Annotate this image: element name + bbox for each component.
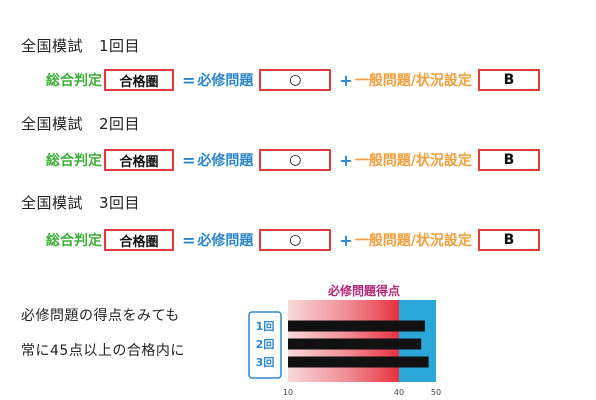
score-bar: [288, 356, 429, 368]
result-row: 総合判定 合格圏 = 必修問題 ○ + 一般問題/状況設定 B: [46, 226, 540, 254]
exam-name: 全国模試: [21, 115, 84, 133]
note-line-1: 必修問題の得点をみても: [21, 308, 180, 324]
required-label: 必修問題: [197, 153, 254, 169]
required-label: 必修問題: [197, 73, 254, 89]
general-grade-box: B: [477, 229, 540, 251]
exam-name: 全国模試: [21, 194, 84, 212]
exam-number: 3回目: [99, 194, 141, 212]
general-label: 一般問題/状況設定: [354, 73, 472, 89]
x-tick-label: 10: [283, 388, 293, 397]
general-grade-box: B: [477, 149, 540, 171]
exam-number: 2回目: [99, 115, 141, 133]
general-label: 一般問題/状況設定: [354, 153, 472, 169]
equals-sign: =: [182, 230, 196, 250]
result-row: 総合判定 合格圏 = 必修問題 ○ + 一般問題/状況設定 B: [46, 146, 540, 174]
overall-label: 総合判定: [46, 233, 102, 249]
exam-title: 全国模試 2回目: [21, 113, 140, 134]
category-label: 2回: [256, 337, 275, 351]
plus-sign: +: [339, 150, 353, 170]
note-line-2: 常に45点以上の合格内に: [21, 343, 185, 359]
required-mark-box: ○: [259, 229, 332, 251]
result-row: 総合判定 合格圏 = 必修問題 ○ + 一般問題/状況設定 B: [46, 66, 540, 94]
verdict-box: 合格圏: [104, 69, 174, 91]
verdict-box: 合格圏: [104, 149, 174, 171]
general-label: 一般問題/状況設定: [354, 233, 472, 249]
plus-sign: +: [339, 70, 353, 90]
required-mark-box: ○: [259, 149, 332, 171]
category-label: 1回: [256, 319, 275, 333]
category-label-frame: [248, 311, 282, 379]
required-mark-box: ○: [259, 69, 332, 91]
exam-number: 1回目: [99, 37, 141, 55]
plus-sign: +: [339, 230, 353, 250]
verdict-box: 合格圏: [104, 229, 174, 251]
required-label: 必修問題: [197, 233, 254, 249]
x-tick-label: 40: [394, 388, 404, 397]
exam-title: 全国模試 3回目: [21, 192, 140, 213]
x-tick-label: 50: [431, 388, 441, 397]
required-score-chart: 必修問題得点 1回 2回 3回 10 40 50: [248, 283, 441, 397]
exam-title: 全国模試 1回目: [21, 35, 140, 56]
overall-label: 総合判定: [46, 153, 102, 169]
category-label: 3回: [256, 355, 275, 369]
score-bar: [288, 320, 425, 332]
overall-label: 総合判定: [46, 73, 102, 89]
general-grade-box: B: [477, 69, 540, 91]
score-bar: [288, 338, 422, 350]
equals-sign: =: [182, 70, 196, 90]
chart-title: 必修問題得点: [327, 283, 400, 298]
exam-name: 全国模試: [21, 37, 84, 55]
equals-sign: =: [182, 150, 196, 170]
